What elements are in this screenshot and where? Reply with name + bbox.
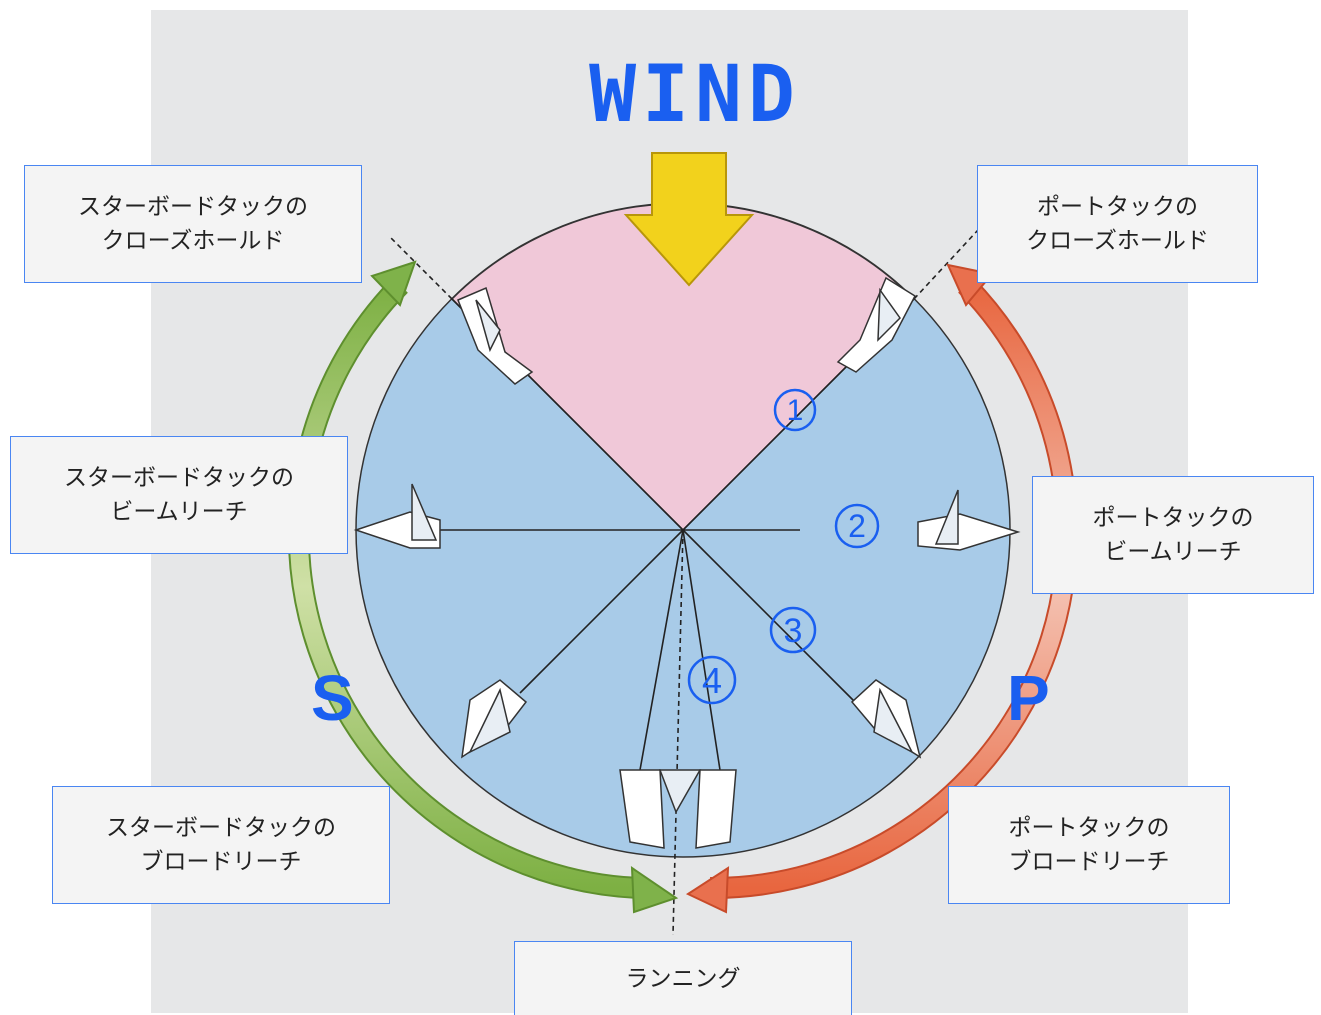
- dashed-guides: [389, 229, 979, 936]
- boat-port-close-hauled-icon: [836, 276, 916, 373]
- boat-port-broad-reach-icon: [850, 679, 922, 759]
- sector-number-3: 3: [784, 612, 803, 650]
- label-line: スターボードタックの: [78, 194, 308, 220]
- label-running: ランニング: [514, 941, 852, 1015]
- wind-title: WIND: [589, 50, 801, 140]
- label-starboard-beam-reach: スターボードタックの ビームリーチ: [10, 436, 348, 554]
- sector-number-4: 4: [702, 660, 722, 701]
- label-line: スターボードタックの: [106, 815, 336, 841]
- label-line: ポートタックの: [1036, 194, 1198, 220]
- sector-number-1: 1: [787, 394, 804, 427]
- label-line: ブロードリーチ: [1008, 849, 1170, 875]
- label-line: ブロードリーチ: [140, 849, 302, 875]
- label-line: ビームリーチ: [1104, 539, 1242, 565]
- port-arrow: [685, 263, 1078, 914]
- port-letter: P: [1007, 662, 1050, 734]
- starboard-arrow: [287, 260, 679, 914]
- boat-starboard-beam-reach-icon: [353, 483, 441, 549]
- boat-port-beam-reach-icon: [917, 489, 1021, 551]
- label-line: ビームリーチ: [110, 499, 248, 525]
- starboard-letter: S: [311, 662, 354, 734]
- wind-arrow: [623, 152, 755, 287]
- label-line: クローズホールド: [1026, 228, 1209, 254]
- label-line: ポートタックの: [1008, 815, 1170, 841]
- label-line: クローズホールド: [101, 228, 285, 254]
- label-line: ポートタックの: [1092, 505, 1254, 531]
- boat-starboard-broad-reach-icon: [461, 679, 528, 759]
- label-port-beam-reach: ポートタックの ビームリーチ: [1032, 476, 1314, 594]
- label-line: ランニング: [625, 965, 741, 992]
- sector-number-markers: [687, 388, 880, 705]
- label-line: スターボードタックの: [64, 465, 294, 491]
- label-port-broad-reach: ポートタックの ブロードリーチ: [948, 786, 1230, 904]
- boat-running-icon: [619, 769, 737, 849]
- label-port-close-hauled: ポートタックの クローズホールド: [977, 165, 1258, 283]
- label-starboard-broad-reach: スターボードタックの ブロードリーチ: [52, 786, 390, 904]
- boat-icons: [353, 276, 1021, 849]
- boat-starboard-close-hauled-icon: [457, 286, 534, 385]
- label-starboard-close-hauled: スターボードタックの クローズホールド: [24, 165, 362, 283]
- sector-number-2: 2: [848, 508, 866, 544]
